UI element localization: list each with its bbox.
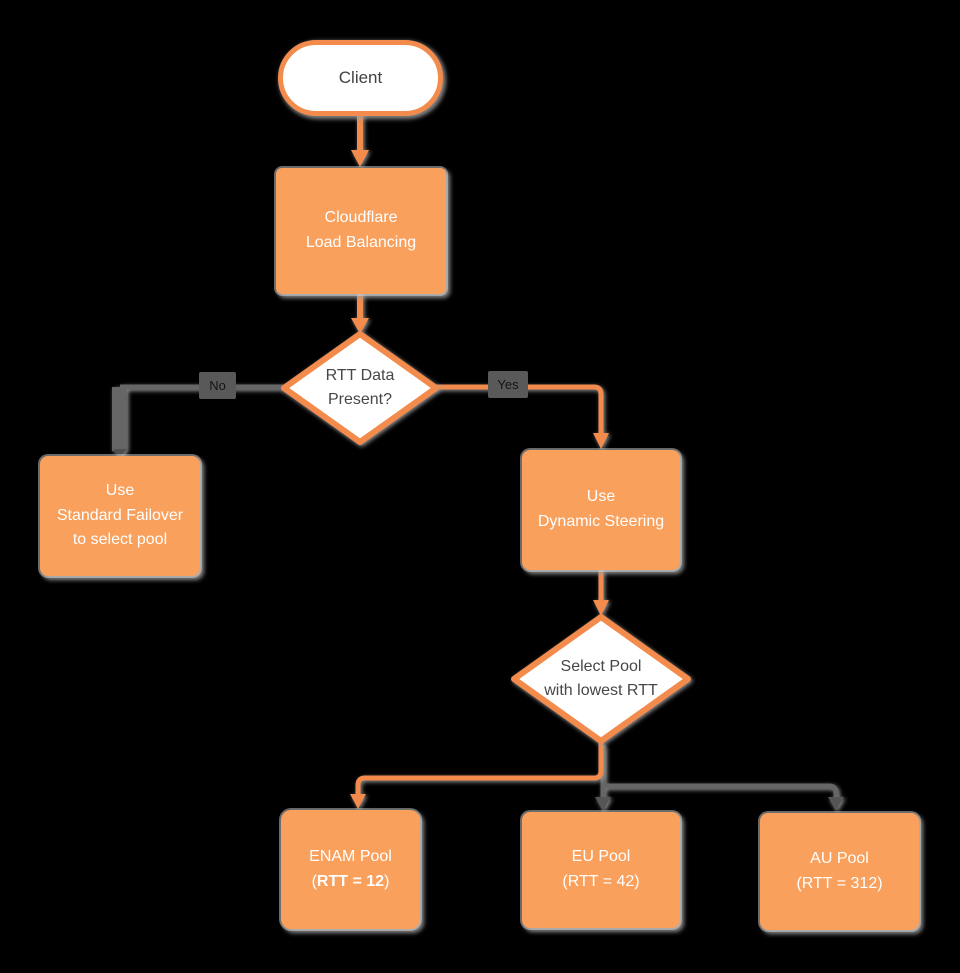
decision-rtt-present-shape: [281, 331, 439, 445]
connector-lb-to-decision: [351, 292, 369, 334]
node-dynamic-steering-label: Use Dynamic Steering: [537, 488, 665, 530]
arrowhead-icon: [593, 433, 609, 449]
arrowhead-icon: [828, 797, 844, 811]
pool-rtt: (RTT = 312): [796, 874, 883, 892]
connector-yes-branch: [433, 384, 609, 449]
node-load-balancing: Cloudflare Load Balancing: [276, 168, 446, 294]
connector-client-to-lb: [351, 112, 369, 167]
arrowhead-icon: [595, 797, 611, 811]
arrowhead-icon: [350, 794, 366, 809]
node-standard-failover-label: Use Standard Failover to select pool: [56, 481, 184, 549]
node-pool-eu: EU Pool (RTT = 42): [522, 812, 680, 928]
edge-label-yes: Yes: [488, 371, 528, 398]
pool-name: EU Pool: [571, 848, 631, 866]
node-client-label: Client: [338, 68, 383, 87]
arrowhead-icon: [351, 150, 369, 167]
arrowhead-icon: [351, 318, 369, 334]
pool-rtt: (RTT = 42): [562, 873, 640, 890]
pool-rtt: (RTT = 12): [311, 872, 390, 890]
node-client: Client: [278, 40, 443, 116]
node-dynamic-steering: Use Dynamic Steering: [522, 450, 680, 570]
node-pool-au: AU Pool (RTT = 312): [760, 813, 919, 930]
pool-name: ENAM Pool: [309, 847, 392, 865]
connector-steering-to-select: [593, 569, 609, 616]
pool-name: AU Pool: [810, 849, 869, 867]
connector-to-eu-au: [595, 745, 844, 811]
node-standard-failover: Use Standard Failover to select pool: [40, 456, 200, 576]
arrowhead-icon: [593, 600, 609, 616]
node-select-pool-label: Select Pool with lowest RTT: [544, 658, 658, 699]
node-rtt-decision-label: RTT Data Present?: [325, 367, 395, 408]
node-load-balancing-label: Cloudflare Load Balancing: [305, 209, 417, 251]
arrowhead-icon: [113, 449, 127, 458]
decision-select-pool-shape: [511, 614, 691, 744]
connector-select-to-enam: [350, 742, 604, 809]
edge-label-no: No: [199, 372, 236, 399]
node-pool-enam: ENAM Pool (RTT = 12): [281, 810, 420, 929]
